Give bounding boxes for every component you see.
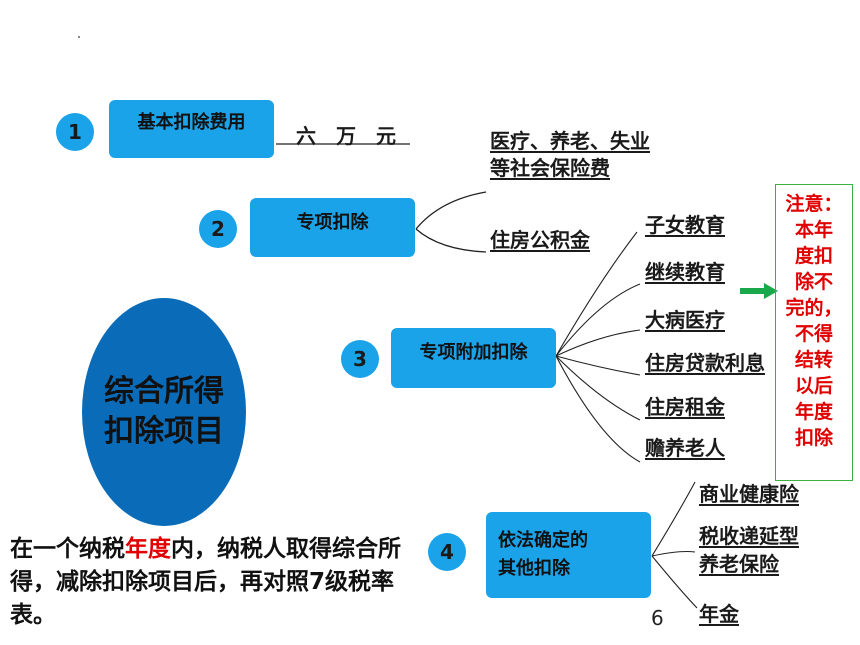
label-social-insurance: 医疗、养老、失业 等社会保险费	[490, 129, 650, 180]
branch-elderly-support	[555, 355, 641, 463]
label-children-education: 子女教育	[645, 213, 725, 237]
summary-highlight: 年度	[125, 536, 171, 562]
note-line-5: 完的，	[785, 297, 843, 319]
branch-mortgage-interest	[555, 355, 641, 376]
summary-pre: 在一个纳税	[10, 536, 125, 562]
note-line-2: 本年	[794, 219, 833, 241]
basic-deduction-box: 基本扣除费用	[109, 100, 274, 158]
branch-commercial-health	[651, 481, 696, 557]
center-title-oval: 综合所得 扣除项目	[82, 298, 246, 526]
summary-post: 内，纳税人取得综合所得，减除扣除项目后，再对照7级税率表。	[10, 536, 401, 628]
special-additional-box: 专项附加扣除	[391, 328, 556, 388]
center-title-line-1: 综合所得	[104, 374, 224, 409]
label-serious-illness: 大病医疗	[645, 308, 725, 332]
branch-social-insurance	[415, 191, 487, 230]
other-deduction-box: 依法确定的 其他扣除	[486, 512, 651, 598]
item-1-number: 1	[56, 113, 94, 151]
item-4-number: 4	[428, 533, 466, 571]
basic-amount: 六 万 元	[296, 124, 396, 148]
page-number: 6	[651, 606, 664, 630]
label-elderly-support: 赡养老人	[645, 436, 725, 460]
label-tax-deferred-pension: 税收递延型 养老保险	[699, 524, 799, 576]
branch-housing-fund	[415, 228, 487, 253]
label-housing-rent: 住房租金	[645, 395, 725, 419]
branch-housing-rent	[555, 355, 641, 421]
label-housing-fund: 住房公积金	[490, 228, 590, 252]
note-line-1: 注意：	[785, 193, 843, 215]
note-line-6: 不得	[794, 323, 833, 345]
note-box: 注意： 本年 度扣 除不 完的， 不得 结转 以后 年度 扣除	[775, 184, 853, 481]
label-continuing-education: 继续教育	[645, 260, 725, 284]
summary-text: 在一个纳税年度内，纳税人取得综合所得，减除扣除项目后，再对照7级税率表。	[10, 533, 430, 632]
note-line-8: 以后	[794, 375, 833, 397]
decorative-dot	[78, 36, 80, 38]
label-mortgage-interest: 住房贷款利息	[645, 351, 765, 375]
note-line-4: 除不	[794, 271, 833, 293]
note-line-9: 年度	[794, 401, 833, 423]
branch-tax-deferred-pension	[651, 550, 696, 557]
center-title-line-2: 扣除项目	[104, 414, 224, 449]
branch-annuity	[651, 555, 698, 609]
branch-continuing-education	[555, 283, 641, 357]
special-deduction-box: 专项扣除	[250, 198, 415, 257]
item-3-number: 3	[341, 340, 379, 378]
note-arrow-head	[764, 283, 778, 299]
note-line-10: 扣除	[794, 427, 833, 449]
label-annuity: 年金	[699, 602, 739, 626]
note-line-7: 结转	[794, 349, 833, 371]
label-commercial-health: 商业健康险	[699, 482, 799, 506]
branch-serious-illness	[555, 329, 641, 357]
item-2-number: 2	[199, 210, 237, 248]
branch-children-education	[555, 231, 638, 357]
note-line-3: 度扣	[794, 245, 833, 267]
